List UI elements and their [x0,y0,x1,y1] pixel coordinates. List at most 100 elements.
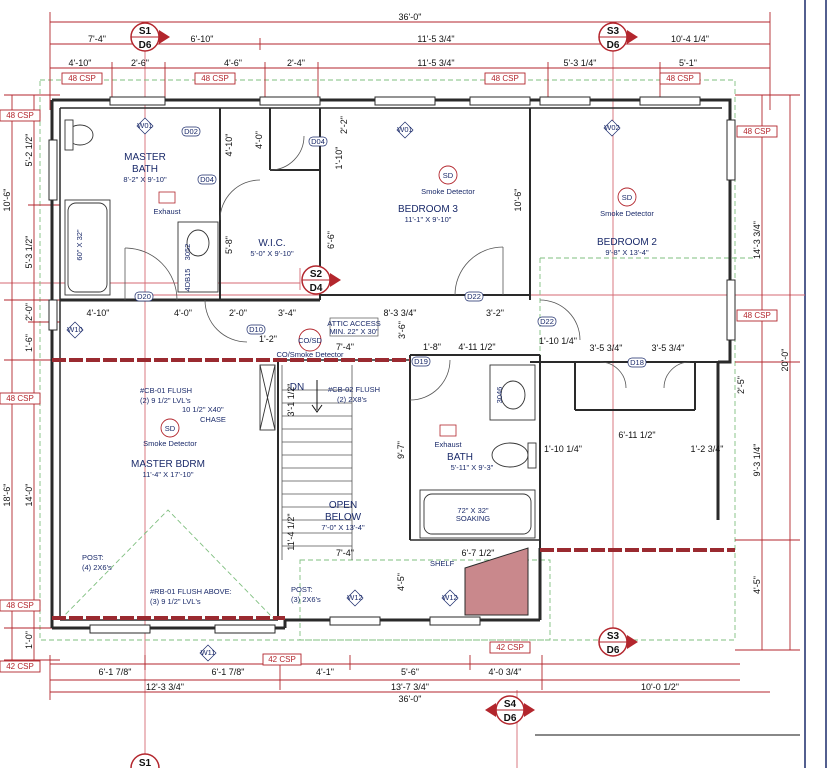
dim-bottom2-c: 10'-0 1/2" [641,682,679,692]
beam-note-cb01: #CB-01 FLUSH (2) 9 1/2" LVL's [140,386,192,405]
dim-bottom1-a: 6'-1 7/8" [99,667,132,677]
svg-text:SD: SD [622,193,633,202]
dim-interior: 10'-6" [513,189,523,212]
dim-left-d: 2'-0" [24,303,34,321]
dim-top1-d: 10'-4 1/4" [671,34,709,44]
window-tag: W12 [441,589,459,607]
svg-text:#CB-01 FLUSH: #CB-01 FLUSH [140,386,192,395]
vanity-code: 3052 [183,244,192,261]
dim-interior: 4'-11 1/2" [458,342,495,352]
dim-interior: 6'-7 1/2" [462,548,495,558]
dim-top2-c: 4'-6" [224,58,242,68]
svg-text:W01: W01 [137,121,152,130]
dimension-lines-bottom [49,655,770,700]
csp-label: 42 CSP [6,662,34,671]
section-label: S1 [139,758,152,768]
section-sheet: D6 [504,713,517,724]
svg-text:W12: W12 [442,593,457,602]
dim-interior: 8'-3 3/4" [384,308,417,318]
room-size: 8'-2" X 9'-10" [123,175,167,184]
dim-right-a: 14'-3 3/4" [752,221,762,259]
csp-label: 48 CSP [666,74,694,83]
svg-text:MIN. 22" X 30": MIN. 22" X 30" [329,327,378,336]
dimension-lines-left [4,94,60,661]
section-sheet: D6 [607,40,620,51]
dim-left-h: 1'-0" [24,631,34,649]
section-marker-s1-top: S1 D6 [130,22,170,52]
dim-interior: 4'-0" [254,131,264,149]
dimension-lines-right [735,94,800,651]
window-tag: W01 [136,117,154,135]
dim-bottom2-b: 13'-7 3/4" [391,682,429,692]
svg-text:D04: D04 [311,137,325,146]
dim-top1-a: 7'-4" [88,34,106,44]
svg-text:#RB-01 FLUSH ABOVE:: #RB-01 FLUSH ABOVE: [150,587,232,596]
svg-text:POST:: POST: [291,585,313,594]
dim-right-b: 20'-0" [780,349,790,372]
section-sheet: D6 [607,645,620,656]
dim-interior: 3'-2" [486,308,504,318]
svg-text:SD: SD [165,424,176,433]
beams [52,358,735,620]
beam-note-rb01: #RB-01 FLUSH ABOVE: (3) 9 1/2" LVL's [150,587,232,606]
room-size: 11'-1" X 9'-10" [405,215,452,224]
dim-top2-f: 5'-3 1/4" [564,58,597,68]
door-tag: D19 [411,356,431,367]
room-wic: W.I.C. 5'-0" X 9'-10" [250,238,294,258]
csp-label: 42 CSP [496,643,524,652]
csp-label: 48 CSP [6,111,34,120]
smoke-detector: SD Smoke Detector [143,418,197,448]
svg-text:CO/Smoke Detector: CO/Smoke Detector [276,350,344,359]
section-label: S3 [607,631,620,642]
dim-top2-d: 2'-4" [287,58,305,68]
window-tag: W10 [66,321,84,339]
room-master-bdrm: MASTER BDRM 11'-4" X 17'-10" [131,459,205,479]
tub-type: SOAKING [456,514,490,523]
door-tag: D20 [134,291,154,302]
dim-interior: 6'-6" [326,231,336,249]
stairs [281,365,353,560]
room-bedroom-2: BEDROOM 2 9'-8" X 13'-4" [597,237,657,257]
dim-interior: 1'-10 1/4" [544,444,582,454]
svg-text:(4) 2X6's: (4) 2X6's [82,563,112,572]
svg-text:W11: W11 [201,648,216,657]
dim-interior: 4'-10" [87,308,110,318]
svg-text:D02: D02 [184,127,198,136]
dim-top2-g: 5'-1" [679,58,697,68]
dim-interior: 4'-5" [396,573,406,591]
svg-text:W10: W10 [67,325,82,334]
dim-overall-top: 36'-0" [399,12,422,22]
room-name: BATH [132,164,158,175]
beam-note-cb02: #CB-02 FLUSH (2) 2X8's [328,385,380,404]
dim-interior: 3'-5 3/4" [652,343,685,353]
section-sheet: D4 [310,283,323,294]
toilet-2 [491,442,529,468]
co-smoke-detector: CO/SD CO/Smoke Detector [276,328,344,359]
svg-text:(3) 9 1/2" LVL's: (3) 9 1/2" LVL's [150,597,201,606]
dim-interior: 3'-6" [397,321,407,339]
dim-interior: 1'-10 1/4" [539,336,577,346]
exhaust-fan: Exhaust [434,424,462,449]
vanity-code: 3046 [495,387,504,404]
window-tag: W01 [396,121,414,139]
dim-top2-e: 11'-5 3/4" [417,58,454,68]
svg-text:W01: W01 [397,125,412,134]
dim-interior: 7'-4" [336,342,354,352]
csp-label: 48 CSP [491,74,519,83]
shelf-label: SHELF [430,559,455,568]
room-size: 5'-11" X 9'-3" [451,463,494,472]
dim-interior: 1'-10" [334,147,344,170]
dim-left-g: 14'-0" [24,484,34,507]
svg-text:(2) 9 1/2" LVL's: (2) 9 1/2" LVL's [140,396,191,405]
dim-interior: 7'-4" [336,548,354,558]
csp-label: 48 CSP [743,127,771,136]
dim-interior: 1'-2" [259,334,277,344]
svg-text:Smoke Detector: Smoke Detector [143,439,197,448]
exhaust-fan: Exhaust [153,191,181,216]
dim-bottom1-d: 5'-6" [401,667,419,677]
dim-interior: 9'-7" [396,441,406,459]
tub-size: 72" X 32" [457,506,489,515]
room-bath: BATH 5'-11" X 9'-3" [447,452,494,472]
door-tag: D04 [197,174,217,185]
